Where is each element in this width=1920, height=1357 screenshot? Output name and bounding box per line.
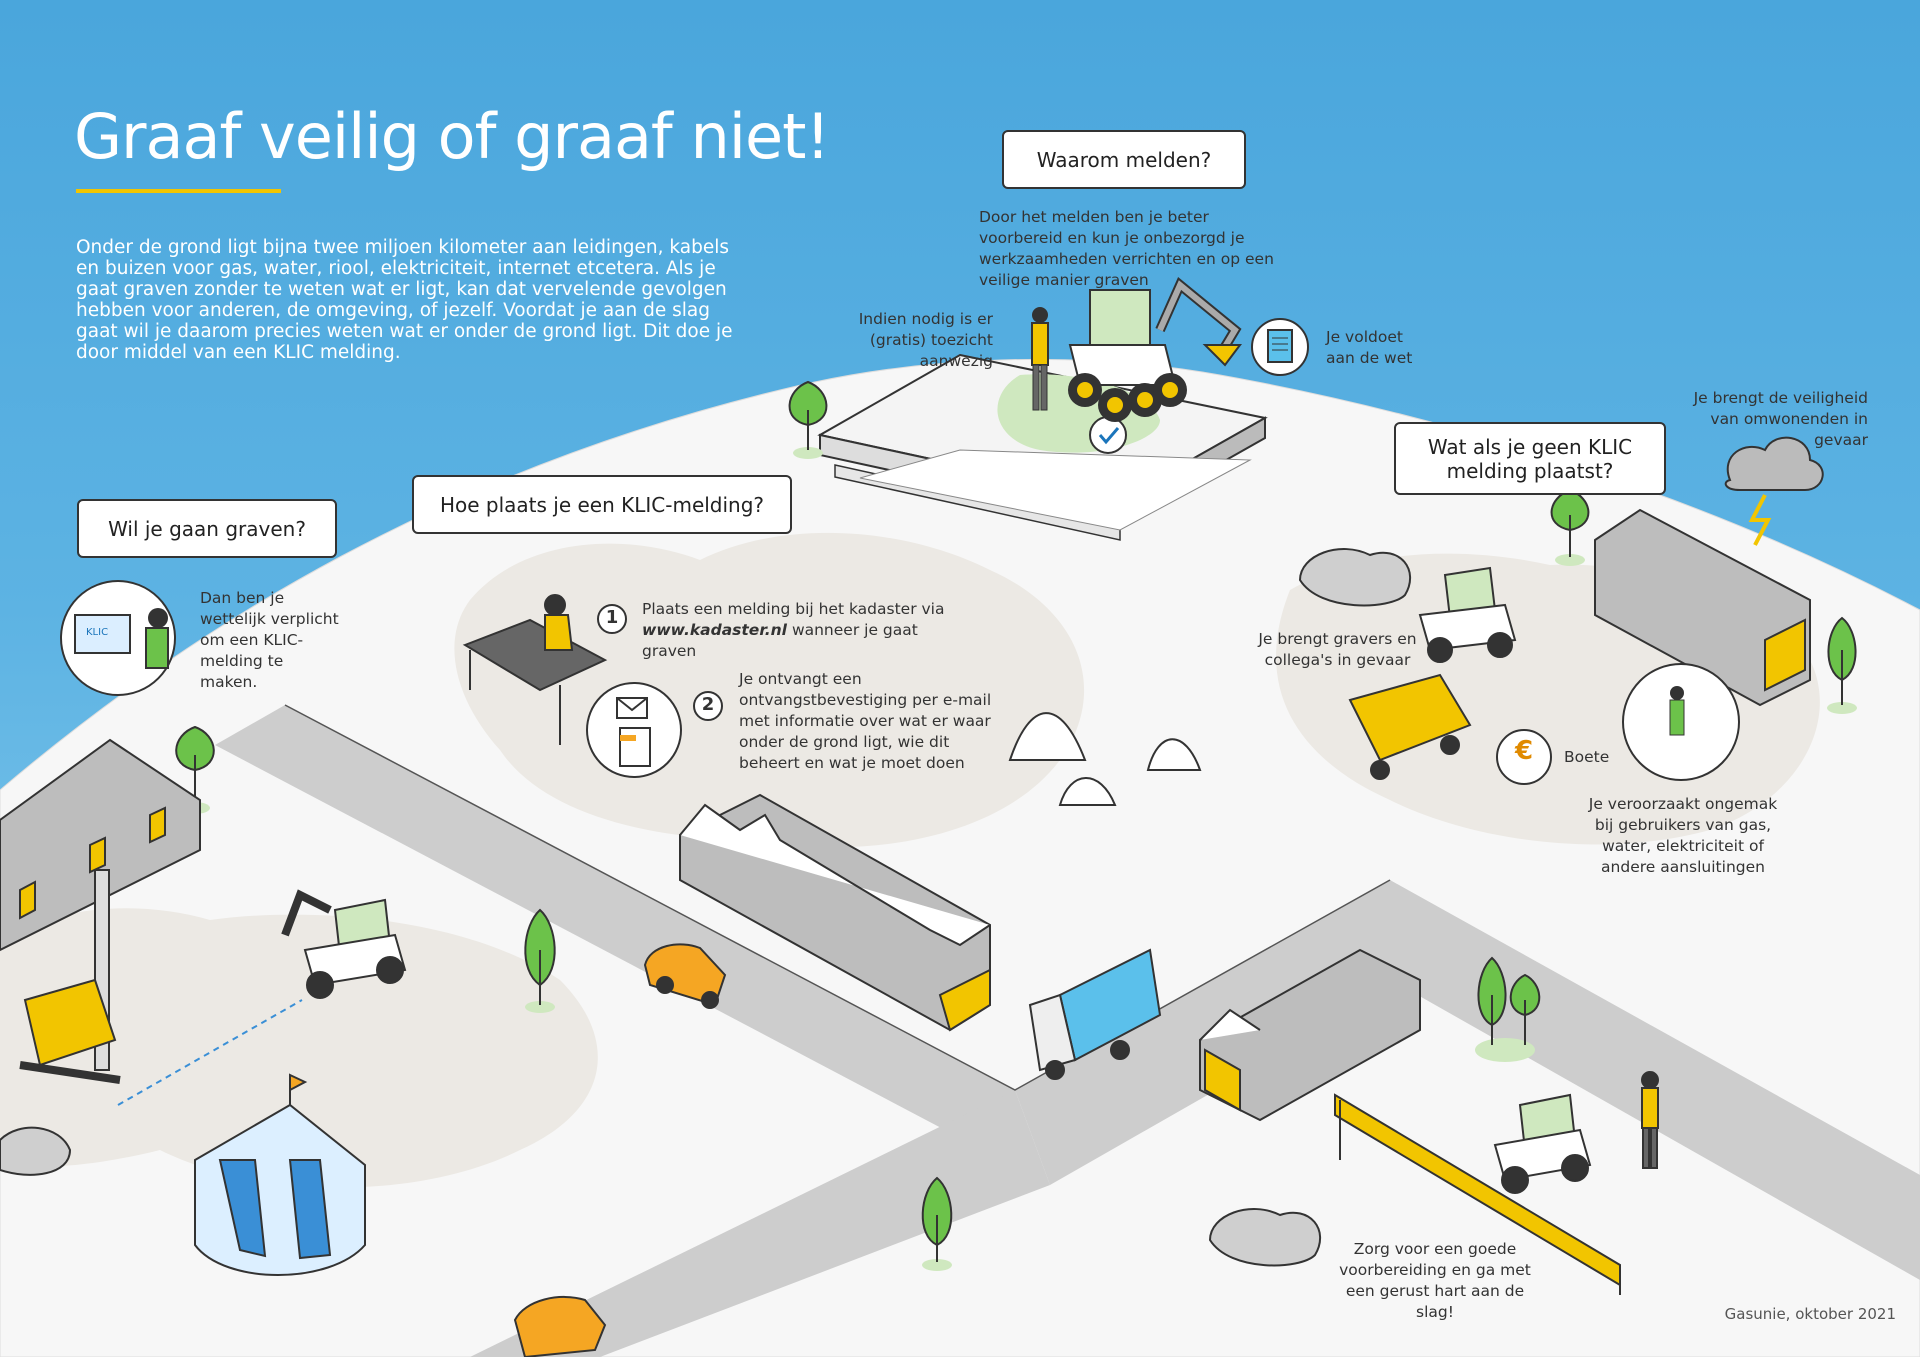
car-orange-bottom [513, 1296, 607, 1357]
mail-circle [586, 682, 682, 778]
tree-center [524, 908, 556, 1013]
gravel-piles [0, 548, 1411, 1267]
tree-right-1 [1550, 488, 1590, 566]
intro-text: Onder de grond ligt bijna twee miljoen k… [76, 237, 733, 363]
step1-text: Plaats een melding bij het kadaster via … [642, 599, 972, 662]
klic-computer-circle [60, 580, 176, 696]
step1-suffix: wanneer je gaat graven [642, 621, 918, 660]
euro-icon: € [1514, 736, 1534, 766]
houses-bottom [1199, 948, 1421, 1122]
footer-credit: Gasunie, oktober 2021 [1724, 1305, 1896, 1323]
euro-badge [1496, 729, 1552, 785]
text-gravers: Je brengt gravers en collega's in gevaar [1258, 630, 1417, 669]
tree-top [788, 380, 828, 459]
barrier-tape [1334, 1093, 1621, 1295]
title-underline [76, 189, 281, 193]
text-voorbereiding: Zorg voor een goede voorbereiding en ga … [1339, 1240, 1531, 1321]
text-wet: Je voldoet aan de wet [1326, 328, 1413, 367]
sand-cones [1008, 712, 1202, 806]
excavator-right [1418, 566, 1517, 663]
houses-right [1594, 508, 1811, 707]
klic-screen-label: KLIC [86, 627, 109, 638]
excavator-left [281, 889, 407, 999]
tree-bottom [921, 1176, 953, 1271]
circus-tent [194, 1073, 366, 1276]
step2-text: Je ontvangt een ontvangstbevestiging per… [739, 670, 992, 772]
ambulance [1348, 673, 1472, 780]
road-main [1015, 880, 1920, 1280]
excavator-platform [1068, 276, 1242, 422]
step1-number: 1 [605, 607, 619, 628]
step-number-circles [597, 604, 723, 721]
inside-house-circle [1622, 663, 1740, 781]
label-wil-graven: Wil je gaan graven? [77, 499, 337, 558]
text-omwonenden: Je brengt de veiligheid van omwonenden i… [1693, 389, 1868, 449]
tree-right-2 [1827, 616, 1857, 714]
step1-prefix: Plaats een melding bij het kadaster via [642, 600, 945, 618]
road-left [215, 705, 1015, 1130]
text-waarom: Door het melden ben je beter voorbereid … [979, 208, 1274, 289]
storm-cloud [1724, 436, 1824, 546]
cable-dashed [117, 999, 303, 1106]
truck [1028, 948, 1162, 1080]
label-geen-klic: Wat als je geen KLIC melding plaatst? [1394, 422, 1666, 495]
road-lower [470, 1090, 1050, 1357]
text-wil-graven: Dan ben je wettelijk verplicht om een KL… [200, 589, 339, 691]
tree-pair [1475, 956, 1541, 1062]
excavator-bottom [1493, 1093, 1592, 1194]
patch-left [0, 908, 598, 1188]
desk-person [462, 594, 608, 745]
text-toezicht: Indien nodig is er (gratis) toezicht aan… [858, 310, 993, 370]
car-orange [643, 943, 727, 1009]
page-title: Graaf veilig of graaf niet! [74, 100, 830, 173]
step2-number: 2 [701, 694, 715, 715]
text-boete: Boete [1564, 748, 1610, 766]
road-edge [284, 704, 1391, 1091]
label-hoe-plaats: Hoe plaats je een KLIC-melding? [412, 475, 792, 534]
kadaster-link[interactable]: www.kadaster.nl [642, 621, 787, 639]
text-ongemak: Je veroorzaakt ongemak bij gebruikers va… [1588, 795, 1778, 876]
houses-center [679, 793, 991, 1032]
document-badge [1251, 318, 1309, 376]
supervisor-person [1031, 307, 1049, 411]
label-waarom-melden: Waarom melden? [1002, 130, 1246, 189]
houses-left [0, 738, 201, 952]
worker-bottom [1641, 1071, 1659, 1169]
drill-rig [19, 869, 121, 1084]
